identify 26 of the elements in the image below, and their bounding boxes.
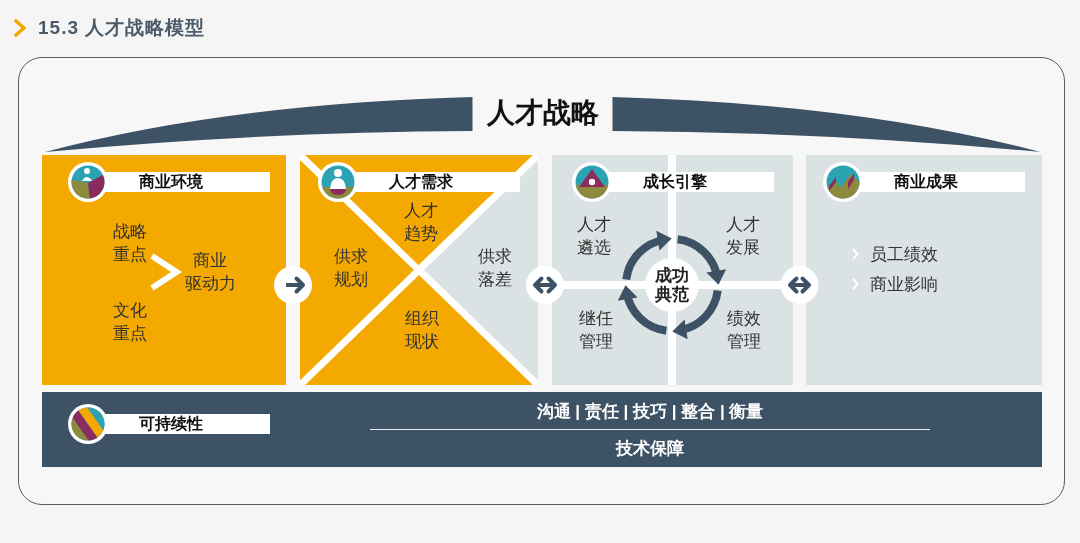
item-label: 商业驱动力 xyxy=(184,249,236,295)
quadrant-label: 人才遴选 xyxy=(577,214,611,259)
section-panel xyxy=(806,155,1042,385)
banner-title: 人才战略 xyxy=(486,96,599,130)
bullet-text: 员工绩效 xyxy=(870,243,938,266)
quadrant-label: 绩效管理 xyxy=(727,308,761,353)
quadrant-label: 继任管理 xyxy=(579,308,613,353)
item-label: 文化重点 xyxy=(113,299,147,345)
cycle-arrow xyxy=(672,289,722,339)
segment-label: 供求落差 xyxy=(478,246,512,291)
section-panel xyxy=(42,155,286,385)
item-label: 战略重点 xyxy=(113,220,147,266)
cycle-arrow xyxy=(618,285,668,335)
segment-label: 供求规划 xyxy=(334,246,368,291)
band-text: 沟通 | 责任 | 技巧 | 整合 | 衡量 xyxy=(536,400,764,423)
segment-label: 人才趋势 xyxy=(404,200,438,245)
cycle-arrow xyxy=(676,235,726,285)
segment-label: 组织现状 xyxy=(405,308,439,353)
section-panel xyxy=(552,155,793,385)
page-title: 15.3 人才战略模型 xyxy=(38,16,206,40)
band-text: 技术保障 xyxy=(616,437,684,460)
bullet-text: 商业影响 xyxy=(870,273,938,296)
section-panel xyxy=(300,155,538,385)
quadrant-label: 人才发展 xyxy=(726,214,760,259)
foundation-band xyxy=(42,392,1042,467)
cycle-arrow xyxy=(622,231,672,281)
